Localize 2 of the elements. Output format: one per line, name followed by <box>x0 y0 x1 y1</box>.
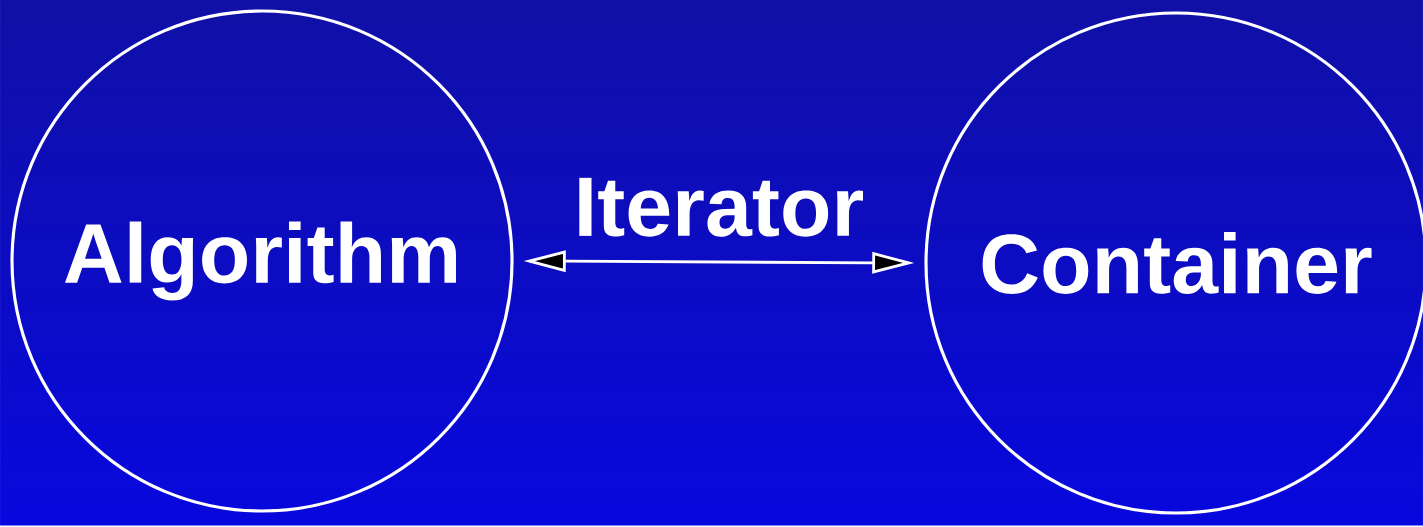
edge-label: Iterator <box>579 177 863 237</box>
circle-node: Algorithm <box>10 9 514 513</box>
